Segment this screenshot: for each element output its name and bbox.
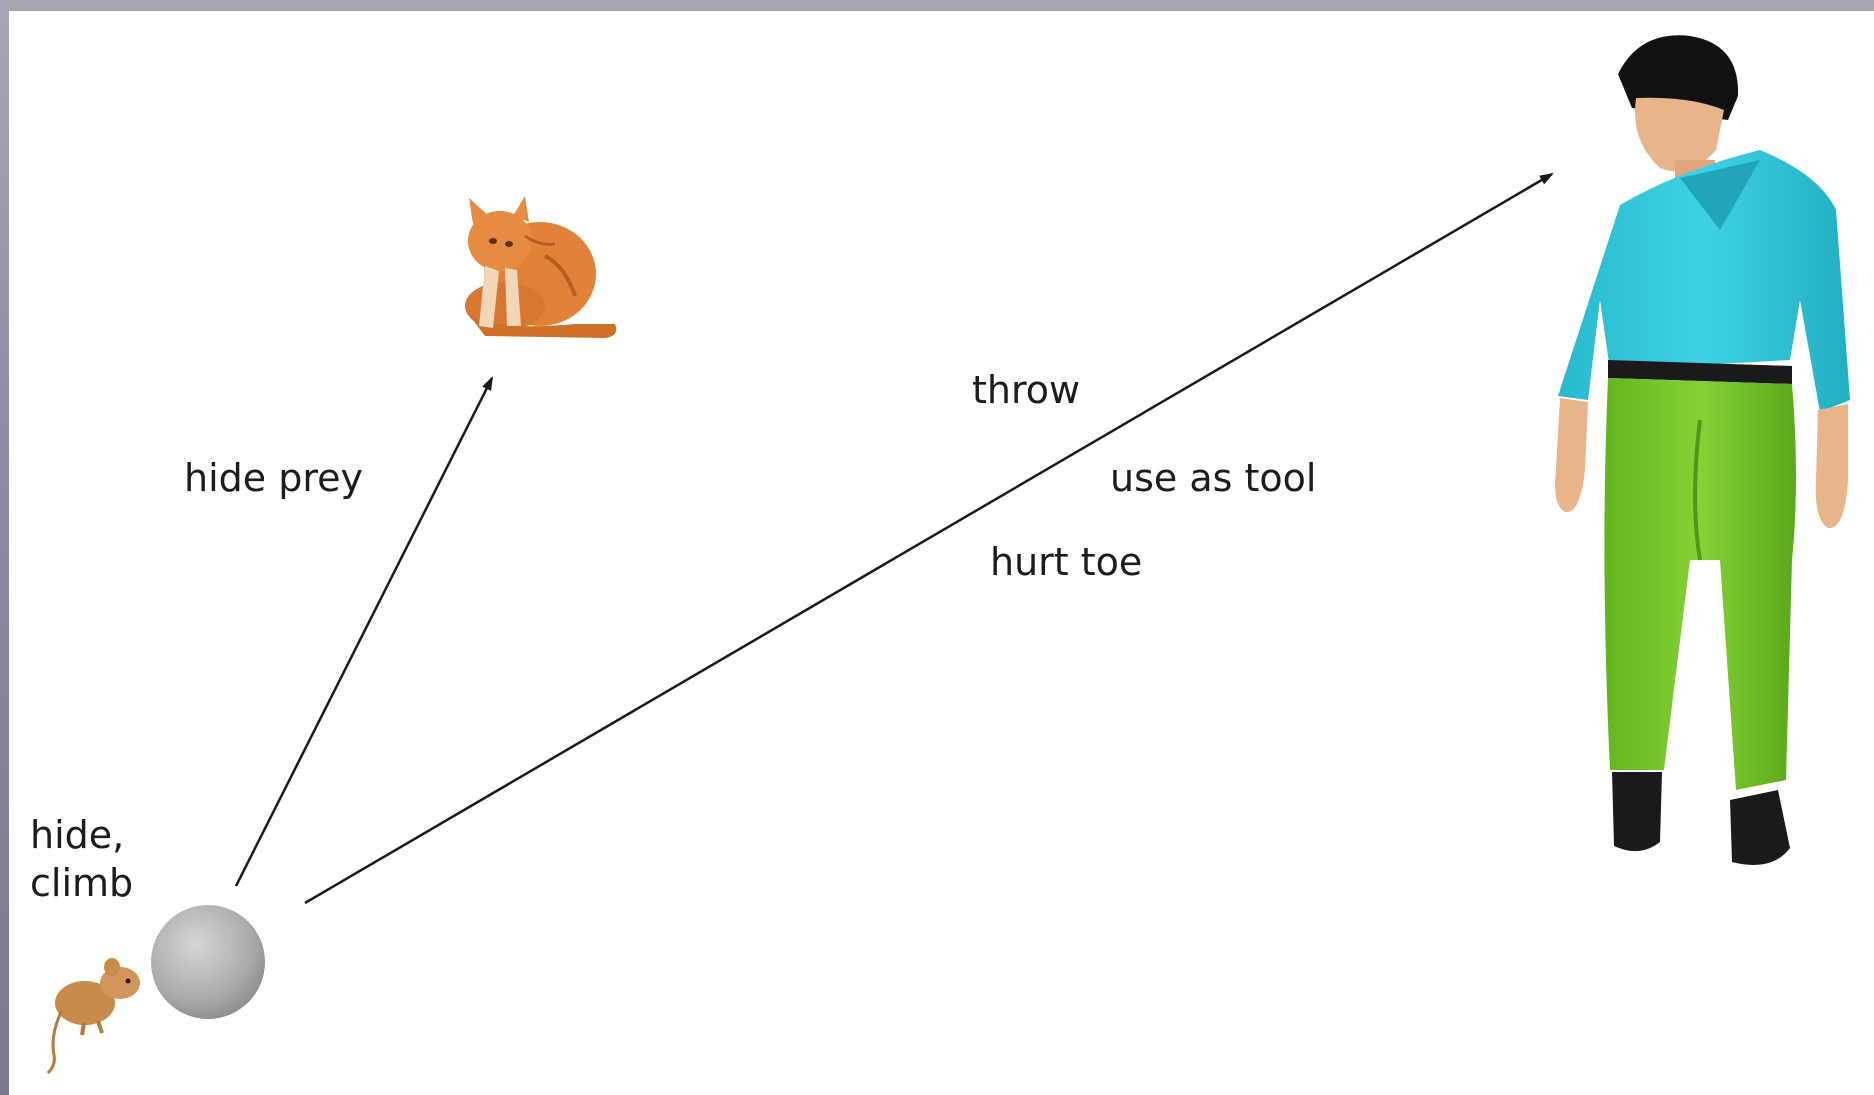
label-throw: throw [972,368,1081,412]
diagram-canvas [9,11,1874,1095]
arrow-rock-to-person [304,172,1554,905]
arrow-rock-to-cat [234,376,494,887]
rock-illustration [151,905,265,1019]
label-hurt-toe: hurt toe [990,540,1143,584]
label-use-as-tool: use as tool [1110,456,1317,500]
label-hide-climb-line1: hide, [30,813,125,857]
label-hide-prey: hide prey [184,456,363,500]
kitten-illustration [465,196,617,338]
label-hide-climb-line2: climb [30,861,134,905]
man-illustration [1555,35,1850,865]
mouse-illustration [46,958,140,1075]
